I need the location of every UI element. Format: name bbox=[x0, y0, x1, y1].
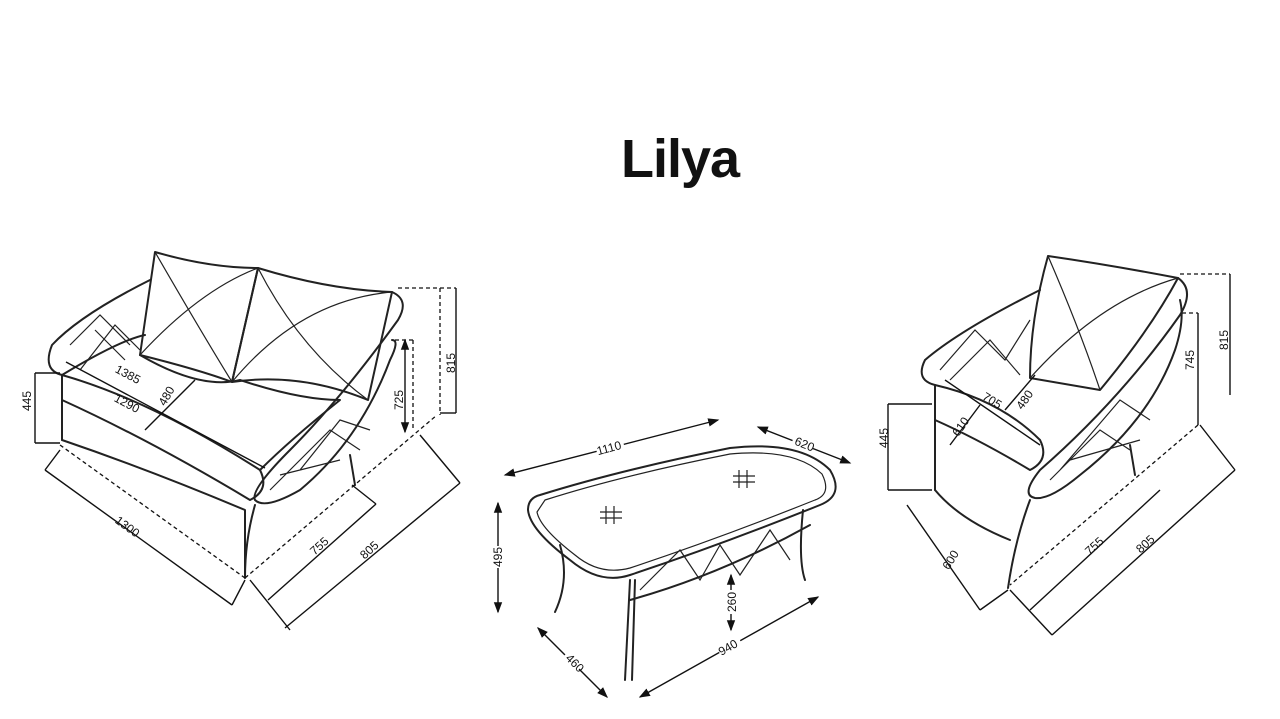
table-drawing: 1110 620 495 260 460 940 bbox=[490, 418, 852, 698]
table-dim-1110: 1110 bbox=[595, 438, 623, 458]
chair-dim-480: 480 bbox=[1013, 387, 1036, 412]
chair-dim-600: 600 bbox=[939, 547, 962, 572]
chair-dim-805: 805 bbox=[1133, 532, 1157, 556]
sofa-dim-445: 445 bbox=[20, 391, 34, 411]
sofa-drawing: 1385 1290 480 445 725 815 1300 755 805 bbox=[20, 251, 461, 631]
sofa-dim-480: 480 bbox=[155, 384, 177, 409]
chair-dim-745: 745 bbox=[1183, 350, 1197, 370]
table-dim-495: 495 bbox=[491, 547, 505, 567]
table-dim-260: 260 bbox=[725, 592, 739, 612]
sofa-dim-815: 815 bbox=[444, 353, 458, 373]
product-title: Lilya bbox=[620, 129, 740, 189]
sofa-dim-755: 755 bbox=[307, 534, 331, 558]
chair-dim-815: 815 bbox=[1217, 330, 1231, 350]
sofa-dim-725: 725 bbox=[392, 390, 406, 410]
chair-dim-705: 705 bbox=[980, 389, 1005, 412]
sofa-dim-1290: 1290 bbox=[112, 391, 142, 416]
chair-dim-755: 755 bbox=[1082, 534, 1106, 558]
chair-dim-445: 445 bbox=[877, 428, 891, 448]
sofa-dim-805: 805 bbox=[357, 538, 381, 562]
chair-drawing: 705 480 610 445 745 815 600 755 805 bbox=[877, 255, 1236, 636]
sofa-dim-1385: 1385 bbox=[113, 362, 143, 387]
